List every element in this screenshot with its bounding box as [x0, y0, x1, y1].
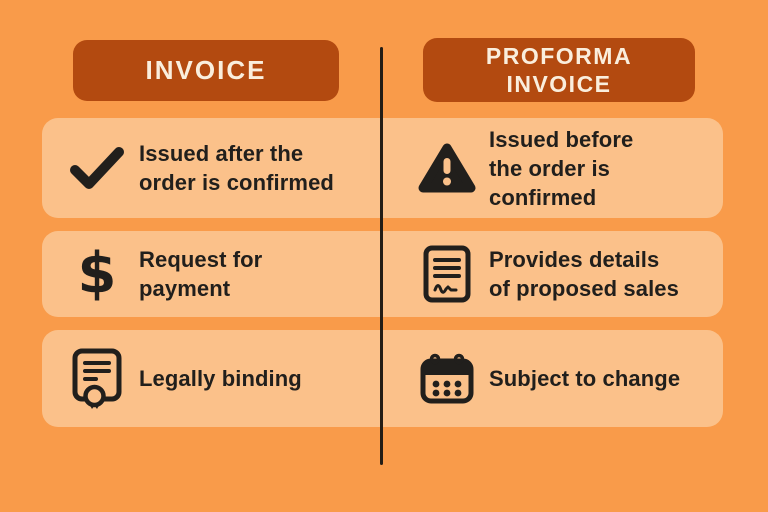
- invoice-header-label: INVOICE: [145, 55, 267, 85]
- invoice-issued-card: Issued after the order is confirmed: [42, 118, 383, 218]
- certificate-icon: [66, 347, 128, 411]
- proforma-purpose-card: Provides details of proposed sales: [383, 231, 723, 317]
- dollar-glyph: $: [77, 241, 117, 306]
- invoice-purpose-text: Request for payment: [139, 247, 263, 301]
- invoice-legal-card: Legally binding: [42, 330, 383, 427]
- proforma-issued-text: Issued before the order is confirmed: [489, 126, 634, 210]
- proforma-legal-card: Subject to change: [383, 330, 723, 427]
- divider-line: [380, 47, 383, 465]
- invoice-issued-text: Issued after the order is confirmed: [139, 141, 334, 195]
- invoice-purpose-card: $ Request for payment: [42, 231, 383, 317]
- proforma-purpose-text: Provides details of proposed sales: [489, 247, 679, 301]
- signed-document-icon: [416, 242, 478, 306]
- proforma-legal-text: Subject to change: [489, 366, 681, 391]
- invoice-legal-text: Legally binding: [139, 366, 302, 391]
- proforma-issued-card: Issued before the order is confirmed: [383, 118, 723, 218]
- warning-icon: [416, 136, 478, 200]
- calendar-icon: [416, 347, 478, 411]
- proforma-invoice-header-label: PROFORMA INVOICE: [485, 43, 633, 97]
- check-icon: [66, 136, 128, 200]
- dollar-icon: $: [66, 242, 128, 306]
- proforma-invoice-header: PROFORMA INVOICE: [423, 38, 695, 102]
- invoice-header: INVOICE: [73, 40, 339, 101]
